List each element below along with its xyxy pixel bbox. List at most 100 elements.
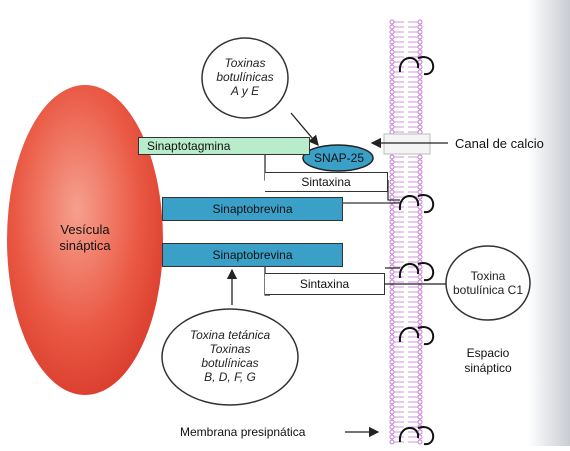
lipid-head	[418, 155, 422, 159]
lipid-head	[418, 250, 422, 254]
lipid-head	[418, 120, 422, 124]
lipid-head	[390, 355, 394, 359]
lipid-head	[390, 405, 394, 409]
lipid-head	[390, 90, 394, 94]
lipid-head	[390, 30, 394, 34]
membrane-protein-loop	[400, 327, 433, 344]
lipid-head	[390, 210, 394, 214]
lipid-head	[418, 40, 422, 44]
toxina-tetanica-line-2: Toxinas	[165, 342, 295, 356]
lipid-head	[418, 365, 422, 369]
lipid-head	[390, 95, 394, 99]
lipid-head	[390, 80, 394, 84]
lipid-head	[390, 120, 394, 124]
lipid-head	[390, 290, 394, 294]
lipid-head	[418, 415, 422, 419]
lipid-head	[390, 300, 394, 304]
lipid-head	[390, 65, 394, 69]
lipid-head	[418, 410, 422, 414]
lipid-head	[390, 295, 394, 299]
lipid-head	[418, 405, 422, 409]
lipid-head	[418, 85, 422, 89]
lipid-head	[418, 360, 422, 364]
toxinas-ae-line-1: Toxinas	[202, 56, 288, 70]
lipid-head	[418, 115, 422, 119]
calcium-channel	[384, 134, 430, 154]
lipid-head	[418, 180, 422, 184]
lipid-head	[418, 165, 422, 169]
membrane-protein-loop	[400, 57, 433, 74]
lipid-head	[418, 160, 422, 164]
lipid-head	[418, 50, 422, 54]
lipid-head	[390, 375, 394, 379]
lipid-head	[418, 310, 422, 314]
lipid-head	[418, 345, 422, 349]
lipid-head	[390, 175, 394, 179]
lipid-head	[390, 350, 394, 354]
lipid-head	[390, 125, 394, 129]
toxina-tetanica-line-1: Toxina tetánica	[165, 328, 295, 342]
lipid-head	[418, 300, 422, 304]
lipid-head	[418, 315, 422, 319]
sintaxina-2-label: Sintaxina	[300, 277, 349, 291]
lipid-head	[390, 260, 394, 264]
lipid-head	[418, 380, 422, 384]
lipid-head	[418, 385, 422, 389]
lipid-head	[390, 20, 394, 24]
membrane-protein-loop	[400, 263, 433, 280]
sinaptotagmina-label: Sinaptotagmina	[147, 139, 230, 153]
lipid-head	[390, 285, 394, 289]
toxinas-ae-line-3: A y E	[202, 84, 288, 98]
lipid-head	[390, 365, 394, 369]
toxina-c1-line-2: botulínica C1	[446, 283, 530, 297]
lipid-head	[390, 425, 394, 429]
lipid-head	[390, 60, 394, 64]
lipid-head	[418, 265, 422, 269]
lipid-head	[418, 420, 422, 424]
lipid-head	[390, 205, 394, 209]
lipid-head	[418, 125, 422, 129]
espacio-sinaptico-text: Espacio sináptico	[458, 346, 518, 376]
lipid-head	[390, 35, 394, 39]
sintaxina-1-label: Sintaxina	[301, 175, 350, 189]
vesicula-line-2: sináptica	[40, 238, 130, 254]
lipid-head	[390, 335, 394, 339]
lipid-head	[418, 390, 422, 394]
sinaptobrevina-2-box: Sinaptobrevina	[162, 243, 343, 267]
lipid-head	[390, 185, 394, 189]
lipid-head	[390, 215, 394, 219]
lipid-head	[418, 80, 422, 84]
lipid-head	[418, 230, 422, 234]
lipid-head	[418, 225, 422, 229]
lipid-head	[418, 20, 422, 24]
sinaptobrevina-1-label: Sinaptobrevina	[212, 202, 292, 216]
toxinas-ae-text: Toxinas botulínicas A y E	[202, 56, 288, 98]
lipid-head	[390, 250, 394, 254]
lipid-head	[390, 415, 394, 419]
lipid-head	[418, 130, 422, 134]
lipid-head	[418, 440, 422, 444]
lipid-head	[390, 130, 394, 134]
lipid-head	[418, 100, 422, 104]
toxina-tetanica-text: Toxina tetánica Toxinas botulínicas B, D…	[165, 328, 295, 384]
lipid-head	[390, 115, 394, 119]
lipid-head	[390, 110, 394, 114]
lipid-head	[390, 105, 394, 109]
lipid-head	[418, 25, 422, 29]
lipid-head	[418, 185, 422, 189]
lipid-head	[390, 245, 394, 249]
lipid-head	[418, 75, 422, 79]
lipid-head	[418, 30, 422, 34]
sintaxina-2-box: Sintaxina	[265, 273, 385, 295]
lipid-head	[390, 395, 394, 399]
lipid-head	[390, 380, 394, 384]
lipid-head	[418, 375, 422, 379]
lipid-head	[418, 95, 422, 99]
lipid-head	[418, 395, 422, 399]
lipid-head	[418, 175, 422, 179]
lipid-head	[418, 90, 422, 94]
lipid-head	[390, 100, 394, 104]
membrane-protein-loop	[400, 195, 433, 212]
lipid-head	[418, 355, 422, 359]
